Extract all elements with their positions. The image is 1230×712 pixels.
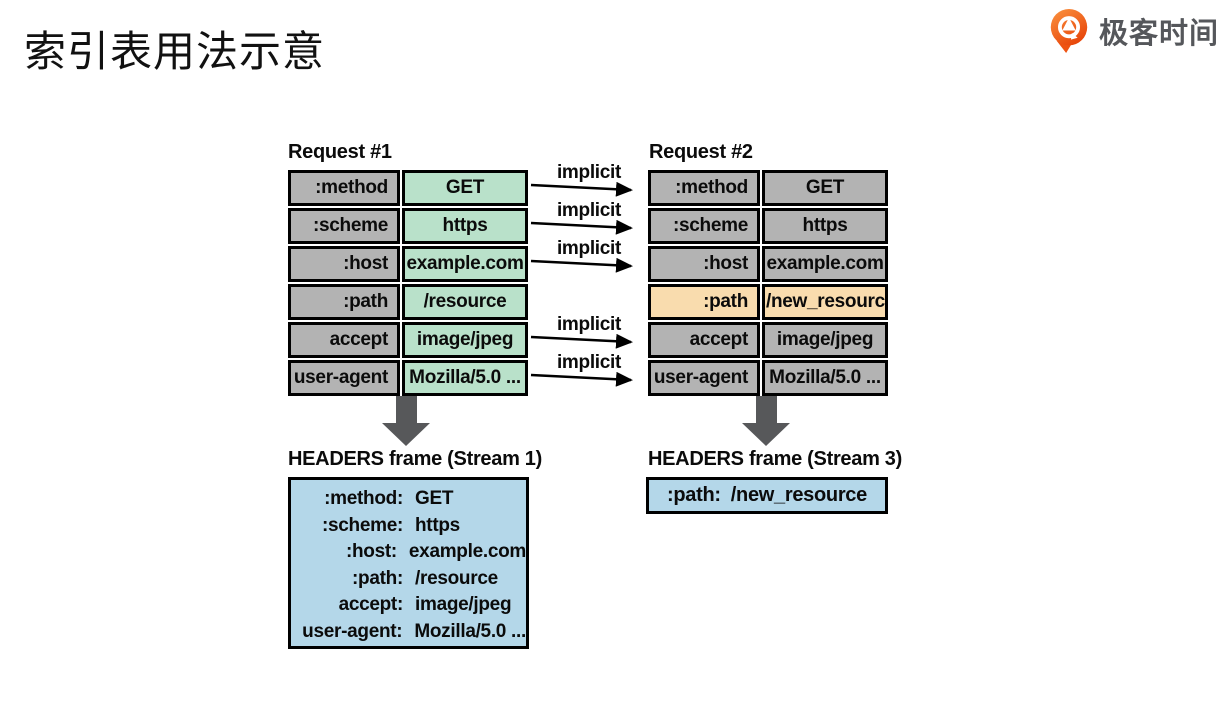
implicit-arrow-label: implicit [556,162,622,183]
header-value-cell: GET [402,170,528,206]
frame-line: user-agent: Mozilla/5.0 ... [291,619,526,646]
stream3-down-arrow [742,396,790,446]
frame-line-key: accept: [338,594,404,615]
frame2-label: HEADERS frame (Stream 3) [648,448,902,470]
header-key-cell: accept [288,322,400,358]
header-value-cell: example.com [402,246,528,282]
frame-line: :host: example.com [291,539,526,566]
header-key-cell: :host [648,246,760,282]
header-value-cell: Mozilla/5.0 ... [402,360,528,396]
headers-frame-stream3: :path: /new_resource [646,477,888,514]
arrow-head [382,423,430,446]
frame-line-key: :host: [345,541,397,562]
implicit-arrow [530,181,633,197]
header-key-cell: user-agent [288,360,400,396]
frame-line: accept: image/jpeg [291,592,526,619]
implicit-arrow [530,257,633,273]
frame-line: :method: GET [291,486,526,513]
header-row: :path/new_resource [648,284,888,320]
header-value-cell: image/jpeg [762,322,888,358]
arrow-shaft [755,396,777,423]
frame-line: :scheme: https [291,513,526,540]
frame-line: :path: /resource [291,566,526,593]
frame-line-value: https [415,514,460,536]
header-key-cell: :scheme [648,208,760,244]
implicit-arrow-label: implicit [556,238,622,259]
frame1-label: HEADERS frame (Stream 1) [288,448,542,470]
header-key-cell: :path [648,284,760,320]
header-value-cell: example.com [762,246,888,282]
header-value-cell: https [762,208,888,244]
header-value-cell: Mozilla/5.0 ... [762,360,888,396]
frame-line-value: /new_resource [730,484,867,506]
header-key-cell: :scheme [288,208,400,244]
frame-line-key: :path: [667,484,721,506]
request1-label: Request #1 [288,141,392,163]
frame-line-value: image/jpeg [415,594,512,615]
frame-line-value: Mozilla/5.0 ... [414,620,526,642]
page-title: 索引表用法示意 [24,28,326,75]
frame-line-key: :scheme: [321,514,403,536]
arrow-head [742,423,790,446]
header-value-cell: https [402,208,528,244]
brand-logo: 极客时间 [1046,8,1219,54]
header-key-cell: :host [288,246,400,282]
header-row: :path/resource [288,284,528,320]
request2-label: Request #2 [649,141,753,163]
brand-name: 极客时间 [1099,18,1220,50]
header-key-cell: :method [648,170,760,206]
header-value-cell: GET [762,170,888,206]
header-value-cell: image/jpeg [402,322,528,358]
header-value-cell: /resource [402,284,528,320]
frame-line-value: GET [415,488,454,509]
frame-line-key: :method: [324,488,403,509]
frame-line-value: example.com [408,541,526,562]
frame-line-key: user-agent: [302,620,403,642]
header-key-cell: :path [288,284,400,320]
implicit-arrow-label: implicit [556,200,622,221]
frame-line-value: /resource [415,567,498,589]
header-value-cell: /new_resource [762,284,888,320]
implicit-arrow-label: implicit [556,352,622,373]
implicit-arrow [530,333,633,349]
implicit-arrow [530,371,633,387]
implicit-arrow [530,219,633,235]
frame-line-key: :path: [352,567,403,589]
header-key-cell: accept [648,322,760,358]
arrow-shaft [395,396,417,423]
header-key-cell: :method [288,170,400,206]
geektime-q-icon [1050,8,1088,54]
implicit-arrows [530,181,633,387]
headers-frame-stream1: :method: GET :scheme: https :host: example.co… [288,477,529,649]
frame-line: :path: /new_resource [667,480,867,511]
stream1-down-arrow [382,396,430,446]
implicit-arrow-label: implicit [556,314,622,335]
header-key-cell: user-agent [648,360,760,396]
